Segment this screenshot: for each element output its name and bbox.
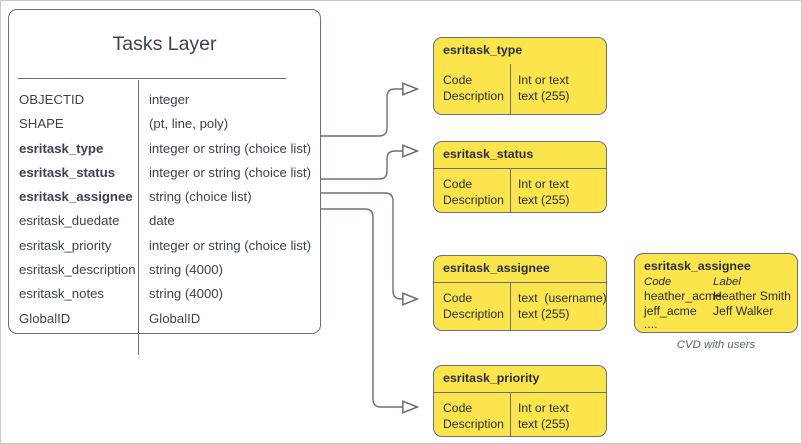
domain-header-divider (434, 282, 606, 283)
note-caption: CVD with users (676, 339, 756, 351)
domain-column-divider (510, 64, 511, 114)
domain-type-column: Int or text text (255) (518, 73, 570, 104)
domain-code-column: Code Description (443, 291, 504, 322)
table-row: SHAPE (pt, line, poly) (9, 112, 320, 136)
note-ellipsis: .... (644, 317, 658, 331)
domain-box-esritask-priority[interactable]: esritask_priority Code Description Int o… (433, 365, 607, 437)
domain-box-esritask-status[interactable]: esritask_status Code Description Int or … (433, 141, 607, 213)
list-item: Jeff Walker (713, 304, 774, 318)
field-name: SHAPE (19, 116, 64, 132)
domain-code-column: Code Description (443, 73, 504, 104)
connector-to-type (321, 89, 418, 137)
connector-to-status (321, 151, 418, 180)
page-title: Tasks Layer (112, 33, 217, 55)
field-name: GlobalID (19, 310, 71, 326)
table-row: esritask_assignee string (choice list) (9, 185, 320, 209)
table-row: esritask_notes string (4000) (9, 282, 320, 306)
domain-code-column: Code Description (443, 401, 504, 432)
domain-column-divider (510, 282, 511, 330)
domain-column-divider (510, 392, 511, 436)
field-list: OBJECTID integer SHAPE (pt, line, poly) … (9, 88, 320, 331)
domain-type-column: Int or text text (255) (518, 177, 570, 208)
domain-box-esritask-assignee[interactable]: esritask_assignee Code Description text … (433, 255, 607, 331)
list-item: jeff_acme (644, 304, 697, 318)
note-box-cvd-users[interactable]: esritask_assignee Code Label heather_acm… (634, 253, 798, 333)
domain-title: esritask_assignee (443, 261, 550, 275)
note-header-label: Label (713, 276, 741, 288)
table-row: OBJECTID integer (9, 88, 320, 112)
table-row: esritask_description string (4000) (9, 258, 320, 282)
field-name: esritask_status (19, 164, 116, 180)
domain-header-divider (434, 168, 606, 169)
domain-title: esritask_priority (443, 371, 540, 385)
field-type: (pt, line, poly) (149, 116, 229, 132)
field-type: integer or string (choice list) (149, 237, 311, 253)
column-divider (138, 80, 139, 355)
field-name: esritask_duedate (19, 213, 120, 229)
field-name: esritask_notes (19, 286, 105, 302)
title-divider (18, 78, 286, 79)
field-name: esritask_assignee (19, 189, 133, 205)
table-row: esritask_duedate date (9, 209, 320, 233)
domain-title: esritask_type (443, 43, 523, 57)
table-row: esritask_status integer or string (choic… (9, 161, 320, 185)
domain-type-column: text (username) text (255) (518, 291, 607, 322)
domain-box-esritask-type[interactable]: esritask_type Code Description Int or te… (433, 37, 607, 115)
field-type: integer or string (choice list) (149, 140, 311, 156)
domain-code-column: Code Description (443, 177, 504, 208)
connector-to-priority (321, 208, 418, 407)
entity-tasks-layer[interactable]: Tasks Layer OBJECTID integer SHAPE (pt, … (8, 9, 321, 355)
list-item: heather_acme (644, 289, 722, 303)
field-type: string (4000) (149, 286, 224, 302)
field-type: GlobalID (149, 310, 201, 326)
field-name: OBJECTID (19, 92, 85, 107)
field-type: date (149, 213, 175, 229)
note-title: esritask_assignee (644, 259, 751, 273)
field-name: esritask_type (19, 140, 104, 156)
list-item: Heather Smith (713, 289, 791, 303)
field-name: esritask_priority (19, 237, 112, 253)
field-name: esritask_description (19, 262, 136, 278)
table-row: esritask_priority integer or string (cho… (9, 234, 320, 258)
domain-header-divider (434, 392, 606, 393)
field-type: string (choice list) (149, 189, 252, 205)
field-type: integer or string (choice list) (149, 164, 311, 180)
table-row: esritask_type integer or string (choice … (9, 137, 320, 161)
note-header-code: Code (644, 276, 672, 288)
field-type: string (4000) (149, 262, 224, 278)
field-type: integer (149, 92, 190, 107)
domain-type-column: Int or text text (255) (518, 401, 570, 432)
table-row: GlobalID GlobalID (9, 307, 320, 331)
domain-title: esritask_status (443, 147, 534, 161)
domain-header-divider (434, 64, 606, 65)
domain-column-divider (510, 168, 511, 212)
connector-to-assignee (321, 192, 418, 299)
